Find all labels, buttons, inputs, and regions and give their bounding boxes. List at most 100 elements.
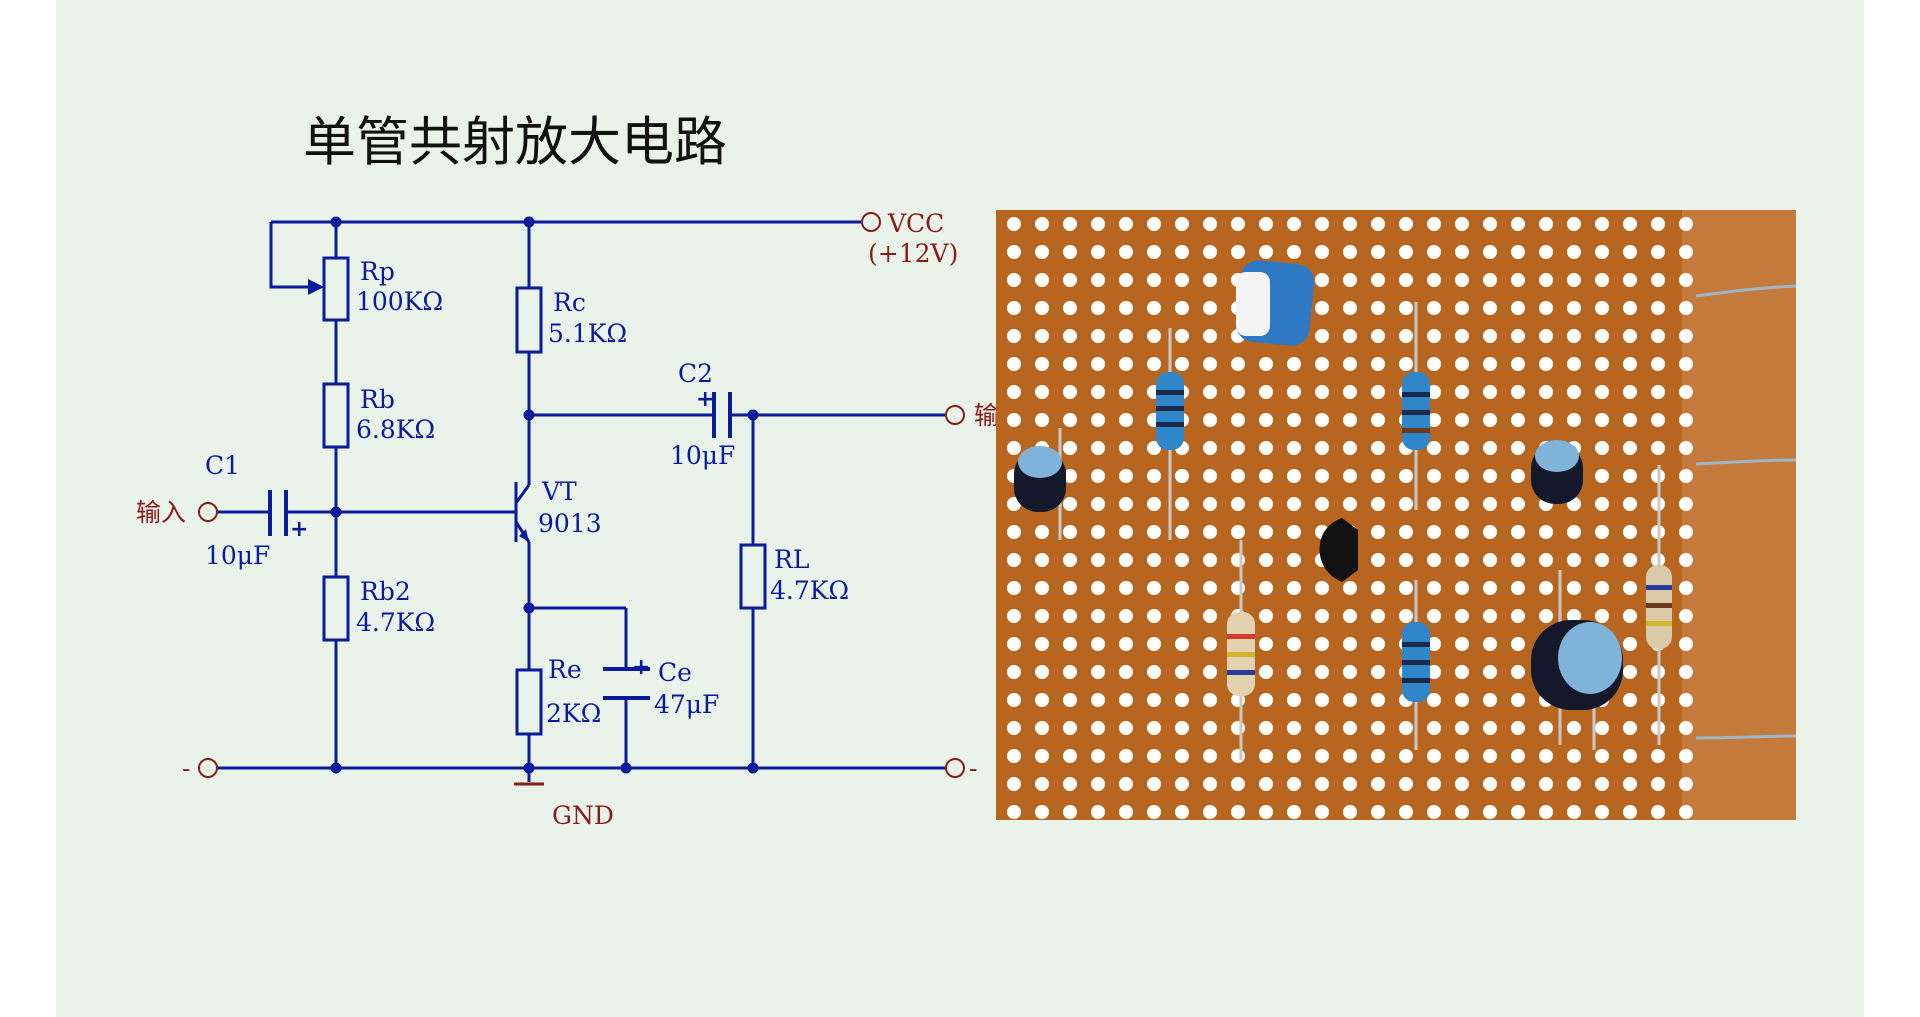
- board-hole: [1007, 525, 1021, 539]
- board-hole: [1371, 721, 1385, 735]
- board-hole: [1035, 693, 1049, 707]
- board-hole: [1623, 609, 1637, 623]
- board-right-edge: [1682, 210, 1796, 820]
- board-hole: [1147, 637, 1161, 651]
- board-hole: [1287, 665, 1301, 679]
- board-hole: [1399, 329, 1413, 343]
- board-hole: [1007, 553, 1021, 567]
- board-background: [996, 210, 1796, 820]
- board-hole: [1595, 357, 1609, 371]
- board-hole: [1511, 273, 1525, 287]
- board-hole: [1203, 245, 1217, 259]
- board-hole: [1371, 693, 1385, 707]
- board-hole: [1119, 637, 1133, 651]
- board-hole: [1595, 329, 1609, 343]
- board-hole: [1623, 665, 1637, 679]
- board-hole: [1623, 805, 1637, 819]
- board-hole: [1287, 497, 1301, 511]
- board-hole: [1483, 413, 1497, 427]
- terminal-labels: VCC (+12V) 输入 输出 - - GND: [136, 209, 1024, 830]
- board-hole: [1455, 357, 1469, 371]
- board-hole: [1259, 497, 1273, 511]
- board-hole: [1259, 245, 1273, 259]
- board-hole: [1091, 665, 1105, 679]
- board-hole: [1203, 469, 1217, 483]
- wires: [217, 220, 946, 782]
- board-hole: [1483, 749, 1497, 763]
- board-hole: [1203, 385, 1217, 399]
- board-hole: [1259, 721, 1273, 735]
- board-hole: [1315, 693, 1329, 707]
- board-hole: [1063, 301, 1077, 315]
- trimmer-potentiometer: [1235, 260, 1315, 346]
- board-hole: [1091, 581, 1105, 595]
- board-hole: [1539, 581, 1553, 595]
- board-hole: [1427, 693, 1441, 707]
- board-hole: [1119, 469, 1133, 483]
- board-hole: [1287, 245, 1301, 259]
- board-hole: [1595, 581, 1609, 595]
- board-hole: [1231, 777, 1245, 791]
- board-hole: [1483, 581, 1497, 595]
- board-hole: [1623, 273, 1637, 287]
- board-hole: [1623, 777, 1637, 791]
- board-hole: [1595, 413, 1609, 427]
- resistor-rl: [739, 543, 767, 610]
- junction-dot: [330, 506, 342, 518]
- board-hole: [1315, 581, 1329, 595]
- board-hole: [1651, 273, 1665, 287]
- board-hole: [1679, 413, 1693, 427]
- board-hole: [1007, 273, 1021, 287]
- board-hole: [1287, 553, 1301, 567]
- board-hole: [1623, 357, 1637, 371]
- board-hole: [1175, 581, 1189, 595]
- board-hole: [1399, 749, 1413, 763]
- board-hole: [1679, 497, 1693, 511]
- board-hole: [1315, 329, 1329, 343]
- board-hole: [1175, 553, 1189, 567]
- board-hole: [1315, 469, 1329, 483]
- board-hole: [1539, 777, 1553, 791]
- rb-value: 6.8KΩ: [356, 415, 435, 444]
- junction-dot: [747, 409, 759, 421]
- board-hole: [1063, 329, 1077, 343]
- board-hole: [1455, 553, 1469, 567]
- board-hole: [1259, 441, 1273, 455]
- board-hole: [1231, 245, 1245, 259]
- board-hole: [1455, 721, 1469, 735]
- board-hole: [1567, 357, 1581, 371]
- vcc-terminal: [861, 212, 881, 232]
- board-hole: [1539, 805, 1553, 819]
- resistor-band: [1156, 406, 1184, 411]
- board-hole: [1399, 553, 1413, 567]
- board-hole: [1623, 301, 1637, 315]
- board-hole: [1623, 637, 1637, 651]
- board-hole: [1343, 637, 1357, 651]
- board-hole: [1007, 413, 1021, 427]
- capacitor-top: [1535, 440, 1579, 472]
- perfboard-photo: [996, 210, 1796, 820]
- board-hole: [1399, 245, 1413, 259]
- junction-dot: [523, 762, 535, 774]
- junction-dot: [620, 762, 632, 774]
- board-hole: [1623, 245, 1637, 259]
- board-hole: [1651, 441, 1665, 455]
- board-hole: [1007, 245, 1021, 259]
- board-hole: [1119, 301, 1133, 315]
- c1-name: C1: [205, 451, 240, 480]
- board-hole: [1455, 329, 1469, 343]
- board-hole: [1567, 553, 1581, 567]
- capacitor-top: [1018, 446, 1062, 478]
- board-hole: [1595, 301, 1609, 315]
- board-hole: [1035, 609, 1049, 623]
- board-hole: [1315, 609, 1329, 623]
- board-hole: [1063, 777, 1077, 791]
- output-minus-label: -: [969, 754, 977, 783]
- board-hole: [1119, 553, 1133, 567]
- board-hole: [1399, 777, 1413, 791]
- resistor-band: [1227, 652, 1255, 657]
- board-hole: [1511, 665, 1525, 679]
- board-hole: [1147, 693, 1161, 707]
- board-hole: [1427, 581, 1441, 595]
- board-hole: [1259, 553, 1273, 567]
